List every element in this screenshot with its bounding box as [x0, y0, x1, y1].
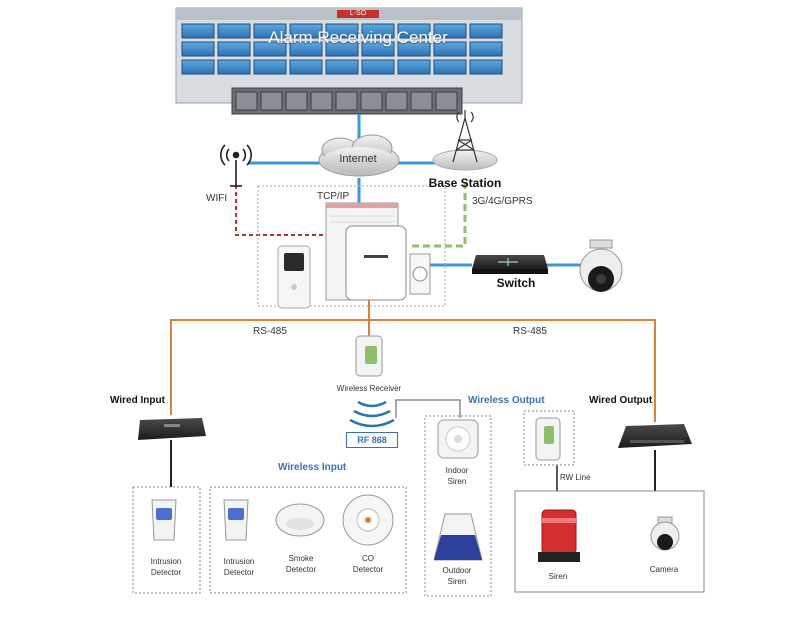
wireless-output-box [424, 415, 492, 597]
wifi-antenna-icon [220, 144, 252, 187]
keypad-device [277, 245, 311, 309]
building-door-panel [360, 91, 383, 111]
power-outlet [409, 253, 431, 295]
alarm-receiving-center-title: Alarm Receiving Center [268, 28, 448, 47]
wireless-output-label: Wireless Output [468, 395, 545, 406]
rw-output-module-icon [535, 417, 561, 461]
wired-output-box [514, 490, 705, 593]
building-window [253, 41, 287, 57]
building-window [469, 23, 503, 39]
building-window [289, 59, 323, 75]
building-door-panel [310, 91, 333, 111]
building-window [325, 59, 359, 75]
strobe-siren-icon [538, 509, 580, 562]
building-window [181, 59, 215, 75]
building-window [397, 23, 431, 39]
intrusion-detector-1-label: Intrusion Detector [150, 557, 182, 577]
building-window [361, 23, 395, 39]
wired-output-module [618, 424, 692, 448]
rf-waves-icon [349, 400, 395, 428]
indoor-siren-icon [437, 419, 479, 459]
wifi-link-line [235, 185, 326, 236]
base-station-label: Base Station [428, 176, 502, 190]
switch-label: Switch [496, 276, 536, 290]
rs485-right-label: RS-485 [513, 326, 547, 337]
dome-camera-icon [650, 516, 680, 551]
building-door-panel [235, 91, 258, 111]
co-detector-label: CO Detector [352, 554, 384, 574]
outdoor-siren-label: Outdoor Siren [442, 566, 472, 586]
cellular-link-line [412, 182, 467, 248]
center-sign: L-SO [349, 10, 367, 17]
building-window [469, 59, 503, 75]
building-window [217, 59, 251, 75]
siren-label: Siren [548, 572, 568, 581]
building-window [469, 41, 503, 57]
building-window [361, 59, 395, 75]
building-window [361, 41, 395, 57]
alarm-receiving-center-building [175, 7, 523, 115]
building-door-panel [285, 91, 308, 111]
base-station-tower-icon [432, 110, 498, 171]
wired-input-label: Wired Input [110, 395, 165, 406]
rf-868-badge: RF 868 [346, 432, 398, 448]
wireless-receiver-label: Wireless Receiver [336, 384, 402, 393]
intrusion-detector-1-icon [151, 499, 177, 541]
outdoor-siren-icon [433, 513, 483, 561]
building-door-panel [260, 91, 283, 111]
wireless-receiver-device [355, 335, 383, 377]
building-door-panel [435, 91, 458, 111]
building-window [433, 59, 467, 75]
control-panel-hub [325, 202, 407, 301]
network-switch-icon [472, 255, 548, 274]
smoke-detector-label: Smoke Detector [285, 554, 317, 574]
building-window [217, 23, 251, 39]
internet-label: Internet [339, 153, 377, 165]
internet-cloud [318, 134, 400, 177]
building-window [325, 23, 359, 39]
building-window [181, 41, 215, 57]
wireless-input-label: Wireless Input [278, 462, 347, 473]
building-window [181, 23, 215, 39]
co-detector-icon [342, 494, 394, 546]
intrusion-detector-2-icon [223, 499, 249, 541]
rs485-bus-line [170, 319, 656, 422]
rs485-left-label: RS-485 [253, 326, 287, 337]
building-window [397, 41, 431, 57]
smoke-detector-icon [275, 503, 325, 537]
intrusion-detector-2-label: Intrusion Detector [223, 557, 255, 577]
wired-input-module [138, 418, 206, 440]
wired-output-label: Wired Output [589, 395, 653, 406]
building-door-panel [335, 91, 358, 111]
building-window [253, 59, 287, 75]
tcpip-label: TCP/IP [317, 191, 350, 202]
wired-input-box [132, 486, 201, 594]
building-door-panel [385, 91, 408, 111]
building-window [397, 59, 431, 75]
receiver-to-output-line [395, 399, 461, 418]
building-window [217, 41, 251, 57]
rw-module-box [523, 410, 575, 466]
wireless-input-box [209, 486, 407, 594]
building-window [253, 23, 287, 39]
cellular-label: 3G/4G/GPRS [472, 196, 533, 207]
network-links [170, 114, 656, 491]
building-door-panel [410, 91, 433, 111]
ptz-camera-icon [579, 239, 623, 292]
wifi-label: WIFI [206, 193, 228, 204]
building-window [289, 23, 323, 39]
building-window [433, 41, 467, 57]
building-window [433, 23, 467, 39]
indoor-siren-label: Indoor Siren [445, 466, 469, 486]
building-window [289, 41, 323, 57]
camera-label: Camera [649, 565, 679, 574]
building-window [325, 41, 359, 57]
control-panel-area [257, 185, 446, 307]
rw-line-label: RW Line [560, 473, 591, 482]
